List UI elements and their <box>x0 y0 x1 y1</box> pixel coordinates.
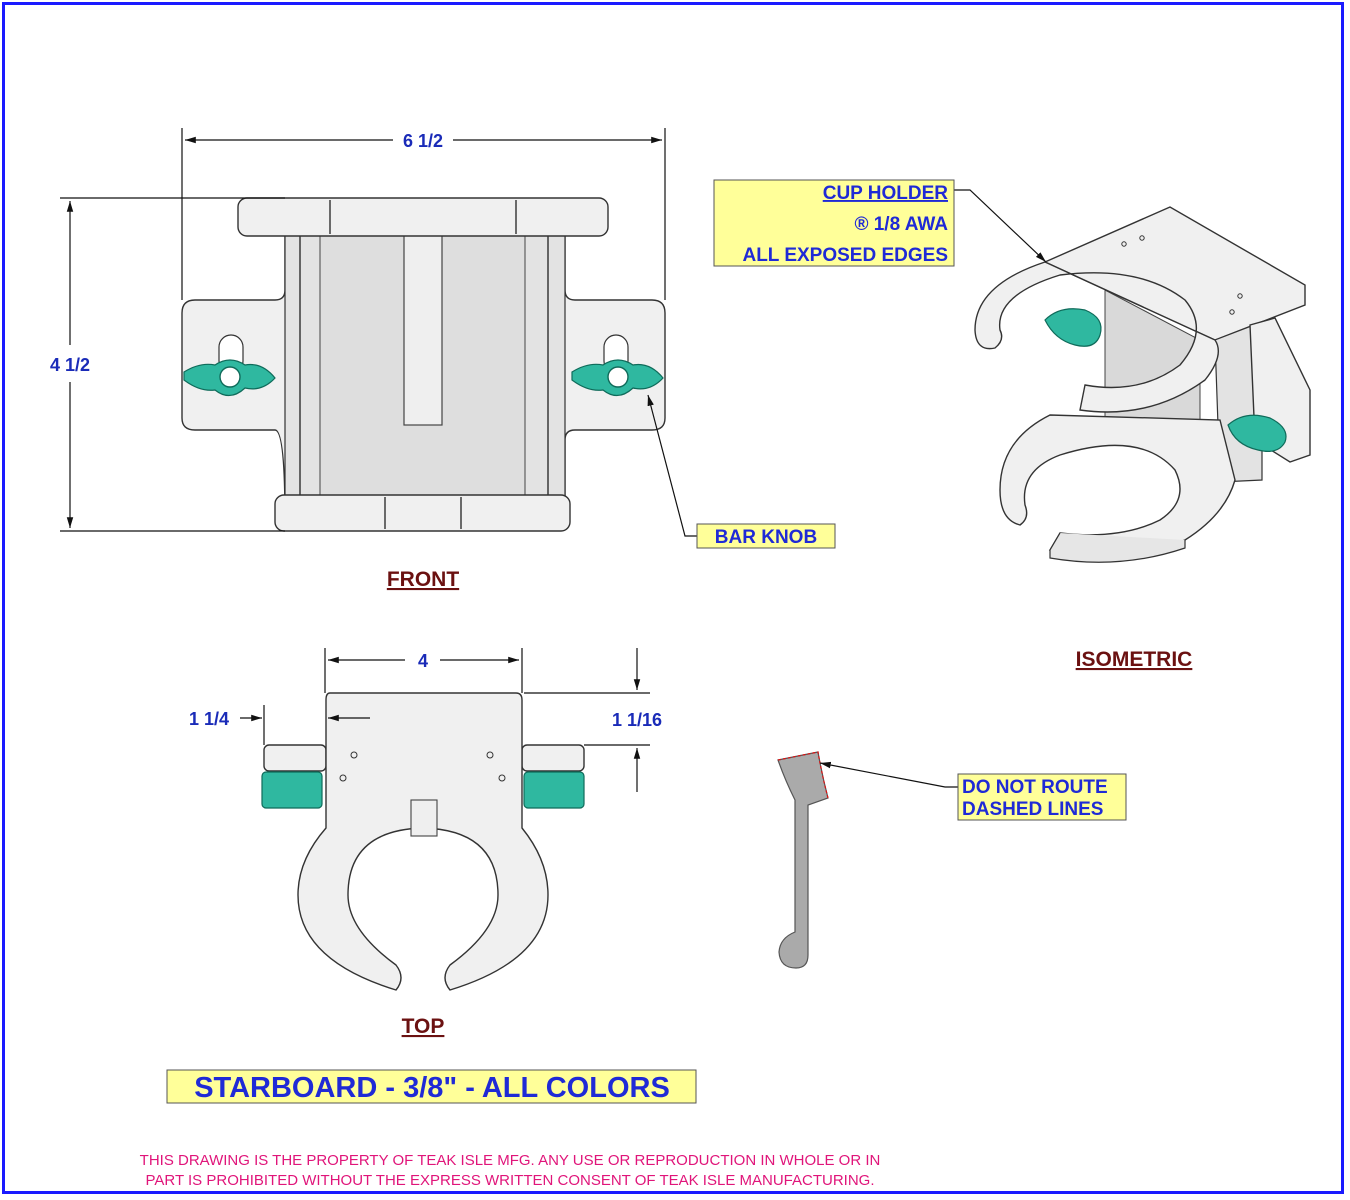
drawing-title: STARBOARD - 3/8" - ALL COLORS <box>194 1072 670 1104</box>
top-view <box>261 692 585 991</box>
front-width-label: 6 1/2 <box>403 131 443 151</box>
isometric-view <box>974 206 1311 563</box>
isometric-view-label: ISOMETRIC <box>1076 648 1193 671</box>
top-left-offset-label: 1 1/4 <box>189 709 229 729</box>
cup-holder-note-line1: CUP HOLDER <box>823 183 949 204</box>
top-left-offset-dimension: 1 1/4 <box>189 705 370 745</box>
top-width-label: 4 <box>418 651 428 671</box>
top-right-offset-label: 1 1/16 <box>612 710 662 730</box>
bar-knob-note: BAR KNOB <box>715 527 817 548</box>
wing-knob-icon <box>1227 414 1287 452</box>
front-height-label: 4 1/2 <box>50 355 90 375</box>
footer-line1: THIS DRAWING IS THE PROPERTY OF TEAK ISL… <box>140 1152 881 1169</box>
edge-profile-section <box>777 751 829 969</box>
cup-holder-note-line3: ALL EXPOSED EDGES <box>742 245 948 266</box>
wing-knob-icon <box>1044 308 1102 347</box>
wing-knob-icon <box>571 359 664 397</box>
title-block: STARBOARD - 3/8" - ALL COLORS <box>166 1069 697 1104</box>
footer-line2: PART IS PROHIBITED WITHOUT THE EXPRESS W… <box>146 1172 875 1189</box>
do-not-route-note-line2: DASHED LINES <box>962 799 1103 820</box>
front-view <box>181 197 666 532</box>
top-right-offset-dimension: 1 1/16 <box>524 648 662 792</box>
top-view-label: TOP <box>402 1015 445 1038</box>
front-height-dimension: 4 1/2 <box>50 197 285 532</box>
bar-knob-callout: BAR KNOB <box>647 394 836 549</box>
do-not-route-callout: DO NOT ROUTE DASHED LINES <box>819 761 1127 821</box>
cup-holder-callout: CUP HOLDER ® 1/8 AWA ALL EXPOSED EDGES <box>713 179 1047 267</box>
front-width-dimension: 6 1/2 <box>181 128 666 300</box>
front-view-label: FRONT <box>387 568 459 591</box>
cup-holder-note-line2: ® 1/8 AWA <box>854 214 948 235</box>
do-not-route-note-line1: DO NOT ROUTE <box>962 777 1108 798</box>
top-width-dimension: 4 <box>324 648 523 693</box>
wing-knob-icon <box>183 359 276 397</box>
